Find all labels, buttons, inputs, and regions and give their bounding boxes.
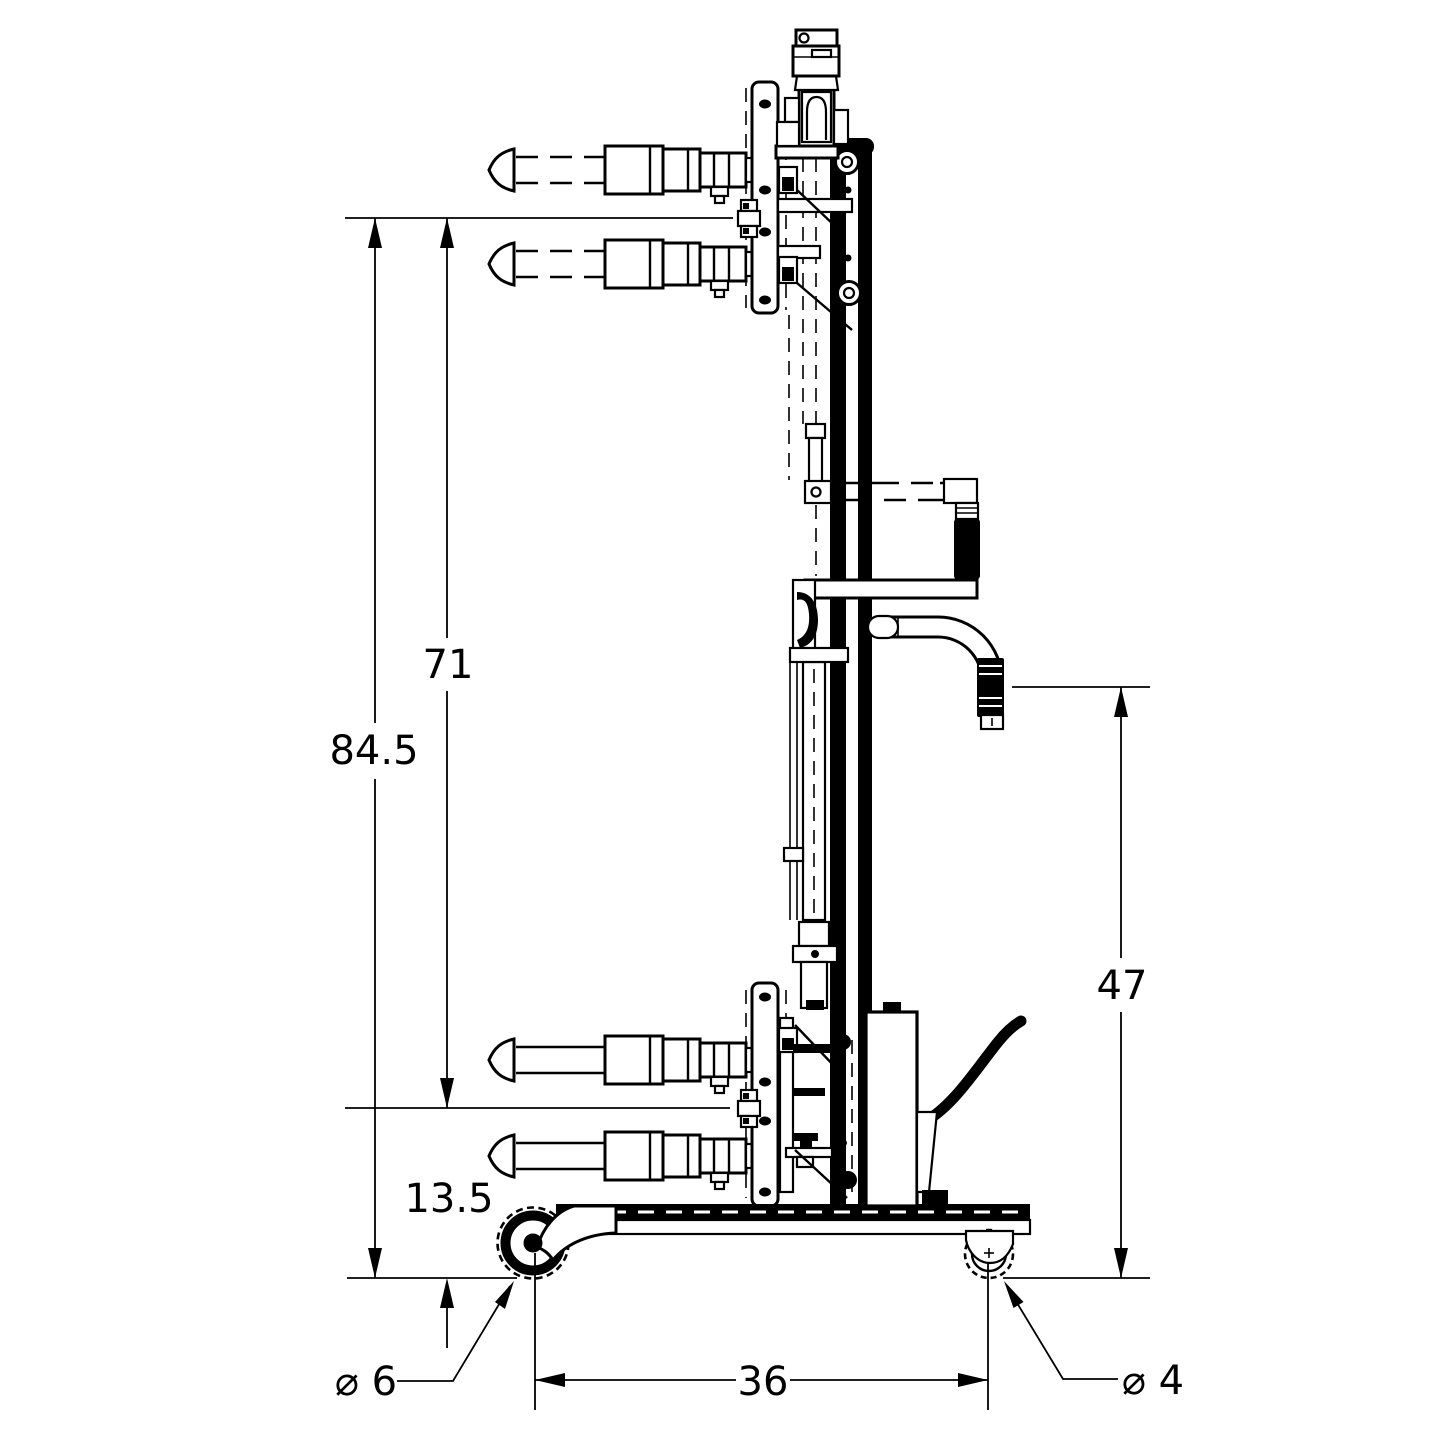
dim-label-fork-raised: 71 bbox=[423, 642, 474, 688]
machine-side-view bbox=[487, 28, 1032, 1280]
mast-tab bbox=[782, 846, 805, 863]
upper-carriage-raised bbox=[487, 80, 854, 331]
rear-wheel-bracket bbox=[964, 1229, 1015, 1265]
motor-dome bbox=[805, 95, 828, 140]
lower-prong-top bbox=[487, 1034, 755, 1095]
dim-base-length: 36 bbox=[535, 1359, 988, 1405]
base-frame bbox=[546, 1204, 1032, 1236]
foot-pedal bbox=[915, 1015, 1027, 1130]
dim-label-handle-height: 47 bbox=[1097, 963, 1148, 1009]
dim-handle-height: 47 bbox=[1097, 687, 1148, 1278]
dim-label-base-length: 36 bbox=[738, 1359, 789, 1405]
winch-support-arm bbox=[803, 578, 979, 600]
mast-rear-rail bbox=[858, 150, 872, 1207]
upper-prong-bottom bbox=[487, 238, 755, 299]
push-handle bbox=[866, 614, 1005, 731]
lower-prong-bottom bbox=[487, 1130, 755, 1191]
dimension-annotations: 84.5 71 13.5 47 bbox=[329, 217, 1184, 1410]
handle-grip bbox=[977, 658, 1004, 717]
crank-grip bbox=[954, 519, 980, 579]
dim-label-overall-height: 84.5 bbox=[329, 728, 418, 774]
dim-fork-raised-height: 71 bbox=[423, 218, 474, 1108]
winch-ratchet bbox=[797, 592, 818, 648]
crank-knob bbox=[804, 422, 827, 440]
motor-assembly bbox=[774, 28, 850, 160]
dim-overall-height: 84.5 bbox=[329, 218, 419, 1278]
dim-label-front-caster: ⌀ 6 bbox=[335, 1359, 397, 1405]
winch-crank bbox=[788, 422, 980, 664]
hidden-linkage-lines bbox=[788, 158, 817, 576]
front-caster-wheel bbox=[496, 1204, 618, 1280]
dim-rear-wheel-diameter: ⌀ 4 bbox=[1004, 1281, 1184, 1404]
mast bbox=[828, 138, 874, 1207]
dim-label-rear-wheel: ⌀ 4 bbox=[1122, 1358, 1184, 1404]
upper-carriage-plate bbox=[750, 80, 780, 315]
lower-carriage bbox=[487, 981, 848, 1208]
mast-rollers bbox=[834, 149, 862, 1189]
front-hub bbox=[523, 1233, 543, 1253]
dim-front-caster-diameter: ⌀ 6 bbox=[335, 1281, 514, 1405]
hydraulic-pump bbox=[864, 1002, 1027, 1208]
dim-fork-lowered-height: 13.5 bbox=[404, 1176, 494, 1348]
mast-front-rail bbox=[830, 150, 846, 1207]
rear-wheel bbox=[963, 1228, 1015, 1280]
dim-label-fork-lowered: 13.5 bbox=[404, 1176, 493, 1222]
caster-bracket bbox=[535, 1204, 618, 1263]
upper-prong-top bbox=[487, 144, 755, 205]
